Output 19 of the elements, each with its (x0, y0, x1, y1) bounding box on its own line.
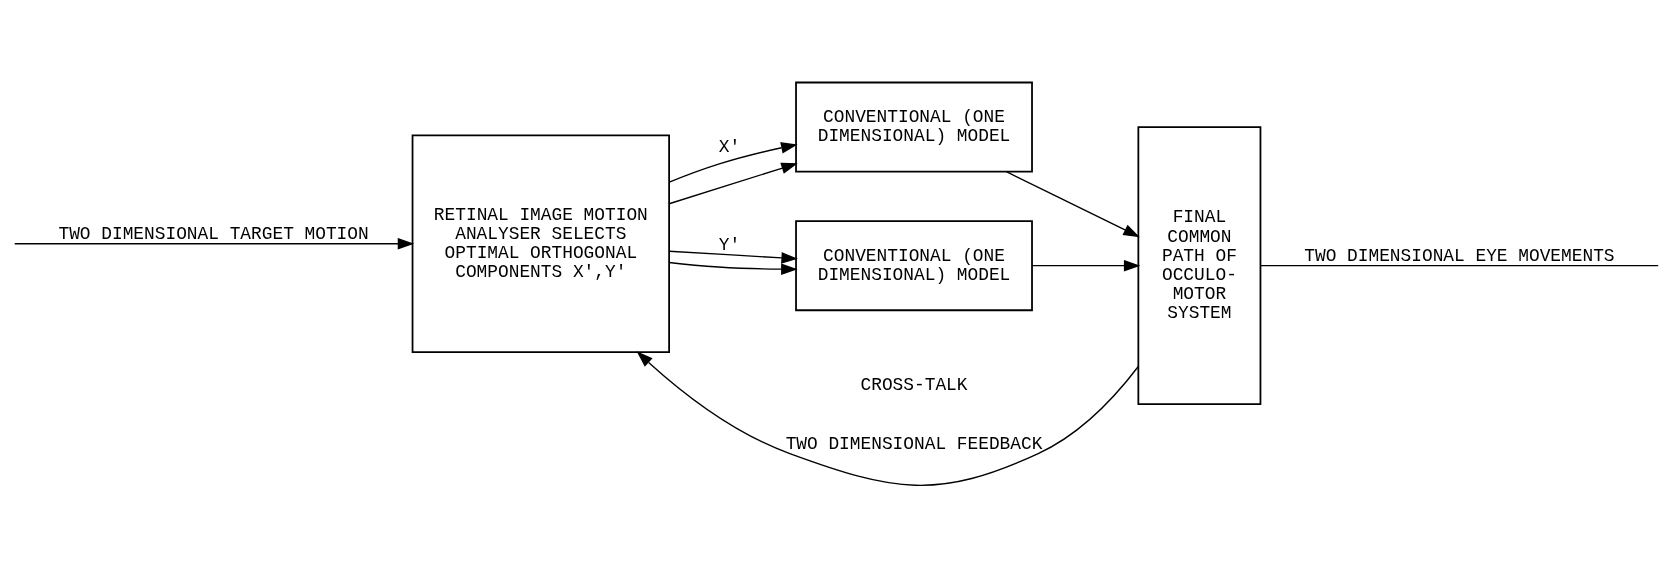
edge-label: X' (718, 136, 741, 157)
arrow (1005, 170, 1140, 237)
connector (1259, 264, 1659, 266)
arrow (668, 162, 798, 204)
arrow (668, 261, 798, 275)
arrow (14, 237, 415, 249)
arrow (1031, 259, 1141, 271)
arrow (668, 141, 798, 183)
arrow (668, 250, 798, 264)
node-box: RETINAL IMAGE MOTION ANALYSER SELECTS OPTIMAL ORTHOGONAL COMPONENTS X',Y' (411, 133, 670, 353)
node-box: CONVENTIONAL (ONE DIMENSIONAL) MODEL (795, 81, 1033, 173)
edge-label: TWO DIMENSIONAL FEEDBACK (785, 433, 1043, 454)
node-box: CONVENTIONAL (ONE DIMENSIONAL) MODEL (795, 219, 1033, 311)
label: CROSS-TALK (860, 374, 968, 395)
node-box: FINAL COMMON PATH OF OCCULO- MOTOR SYSTEM (1137, 125, 1262, 405)
edge-label: Y' (718, 234, 741, 255)
arrow (636, 350, 1139, 486)
edge-label: TWO DIMENSIONAL TARGET MOTION (58, 223, 369, 244)
edge-label: TWO DIMENSIONAL EYE MOVEMENTS (1304, 245, 1615, 266)
